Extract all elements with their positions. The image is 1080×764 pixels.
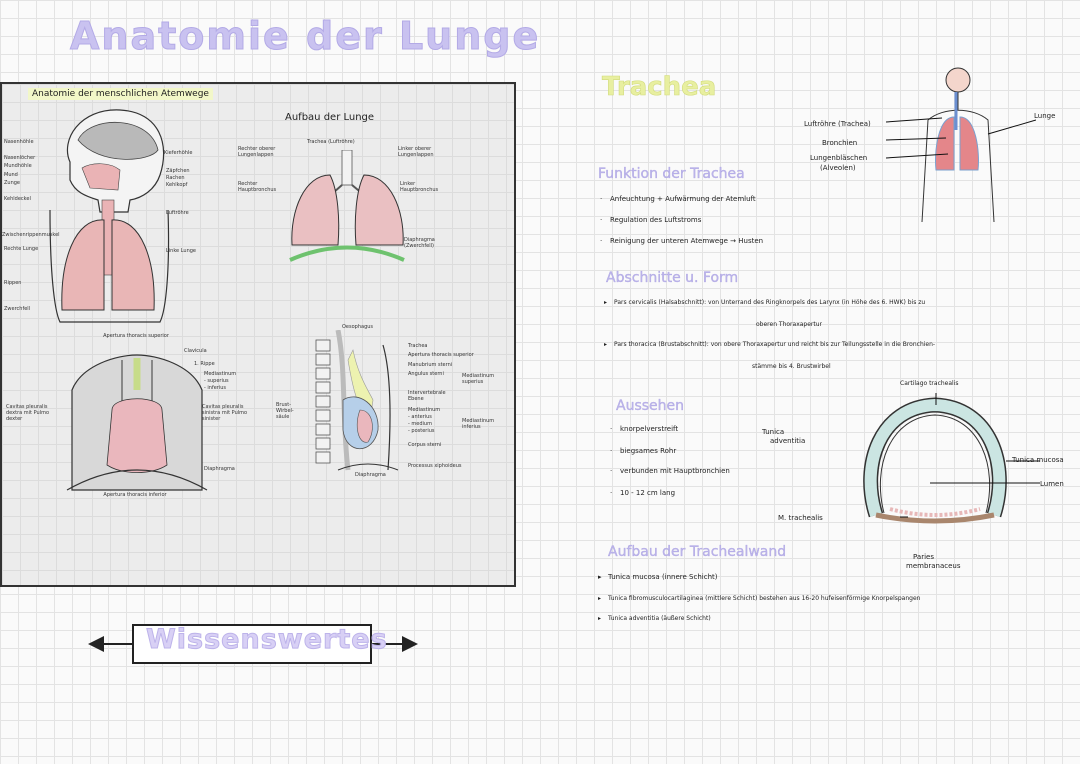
abschnitte-line-2: ▸Pars thoracica (Brustabschnitt): von ob… xyxy=(604,341,936,348)
label-sinus: Kieferhöhle xyxy=(164,150,193,156)
body-lung-figure xyxy=(921,67,995,223)
label-cavitas-sinistra: Cavitas pleuralis sinistra mit Pulmo sin… xyxy=(202,404,248,422)
abschnitte-line-1b: oberen Thoraxapertur xyxy=(756,321,823,328)
aussehen-item-2: ·biegsames Rohr xyxy=(610,447,677,455)
aufbau-heading: Aufbau der Trachealwand xyxy=(608,544,787,560)
label-m-trachealis: M. trachealis xyxy=(778,514,823,522)
label-alveolen-2: (Alveolen) xyxy=(820,164,856,172)
label-xiphoideus: Processus xiphoideus xyxy=(408,463,462,469)
aussehen-item-4: ·10 - 12 cm lang xyxy=(610,489,676,497)
label-adventitia-2: adventitia xyxy=(770,437,806,445)
label-wirbel: Wirbel- xyxy=(276,408,294,414)
label-inferius: - inferius xyxy=(204,385,227,391)
aussehen-item-1: ·knorpelverstreift xyxy=(610,425,679,433)
abschnitte-line-1: ▸Pars cervicalis (Halsabschnitt): von Un… xyxy=(604,299,926,306)
label-mouth-cavity: Mundhöhle xyxy=(4,163,32,169)
page-title: Anatomie der Lunge xyxy=(69,14,541,59)
label-nasal-cavity: Nasenhöhle xyxy=(4,139,34,145)
label-tunica-mucosa: Tunica mucosa xyxy=(1012,456,1064,464)
label-lunge: Lunge xyxy=(1034,112,1056,120)
label-vertebra: Intervertebrale Ebene xyxy=(408,390,446,402)
lung-structure-title: Aufbau der Lunge xyxy=(285,112,375,123)
sagittal-diagram xyxy=(315,330,399,471)
label-apertura-sup: Apertura thoracis superior xyxy=(103,333,169,339)
label-intercostal: Zwischenrippenmuskel xyxy=(2,232,60,238)
label-med-sup: Mediastinum superius xyxy=(462,373,495,385)
label-medium: - medium xyxy=(408,421,432,427)
label-ls-trachea: Trachea (Luftröhre) xyxy=(307,139,355,145)
label-manubrium: Manubrium sterni xyxy=(408,362,453,368)
label-posterius: - posterius xyxy=(408,428,435,434)
label-sag-trachea: Trachea xyxy=(408,343,428,349)
funktion-item-2: ·Regulation des Luftstroms xyxy=(600,216,702,224)
label-trachea-small: Luftröhre xyxy=(166,210,189,216)
label-ls-left-upper: Linker oberer Lungenlappen xyxy=(398,146,434,158)
label-sag-apertura: Apertura thoracis superior xyxy=(408,352,474,358)
label-clavicula: Clavicula xyxy=(184,348,207,354)
label-right-lung: Rechte Lunge xyxy=(4,246,39,252)
funktion-item-1: ·Anfeuchtung + Aufwärmung der Atemluft xyxy=(600,195,756,203)
label-sag-diaphragma: Diaphragma xyxy=(355,472,386,478)
label-mediastinum: Mediastinum xyxy=(204,371,237,377)
label-brust: Brust- xyxy=(276,402,292,408)
label-paries-2: membranaceus xyxy=(906,562,961,570)
figure-leader-lines xyxy=(886,117,1036,159)
label-angulus: Angulus sterni xyxy=(408,371,444,377)
aufbau-item-2: ▸Tunica fibromusculocartilaginea (mittle… xyxy=(598,595,921,602)
aufbau-item-3: ▸Tunica adventitia (äußere Schicht) xyxy=(598,615,711,622)
label-adventitia-1: Tunica xyxy=(762,428,785,436)
abschnitte-heading: Abschnitte u. Form xyxy=(606,270,739,286)
label-diaphragm-left: Zwerchfell xyxy=(4,306,31,312)
trachea-cross-section xyxy=(863,397,1007,524)
label-oesophagus: Oesophagus xyxy=(342,324,374,330)
trachea-heading: Trachea xyxy=(602,72,717,103)
label-pharynx: Rachen xyxy=(166,175,185,181)
wissenswertes-label: Wissenswertes xyxy=(146,624,388,656)
label-corpus: Corpus sterni xyxy=(408,442,442,448)
funktion-heading: Funktion der Trachea xyxy=(598,166,745,182)
thorax-diagram xyxy=(66,354,208,491)
cross-section-leaders xyxy=(900,393,1040,518)
label-left-lung: Linke Lunge xyxy=(166,248,197,254)
label-thorax-diaphragma: Diaphragma xyxy=(204,466,235,472)
label-sag-med: Mediastinum xyxy=(408,407,441,413)
panel-heading: Anatomie der menschlichen Atemwege xyxy=(28,88,213,100)
airway-diagram xyxy=(49,109,170,323)
wissenswertes-box xyxy=(132,624,372,664)
lung-structure-diagram xyxy=(289,150,405,262)
funktion-item-3: ·Reinigung der unteren Atemwege → Husten xyxy=(600,237,764,245)
label-epiglottis: Kehldeckel xyxy=(4,196,31,202)
label-lumen: Lumen xyxy=(1040,480,1064,488)
label-paries-1: Paries xyxy=(913,553,934,561)
label-superius: - superius xyxy=(204,378,229,384)
label-med-inf: Mediastinum inferius xyxy=(462,418,495,430)
label-ls-right-bronchus: Rechter Hauptbronchus xyxy=(238,181,277,193)
aussehen-item-3: ·verbunden mit Hauptbronchien xyxy=(610,467,730,475)
label-larynx: Kehlkopf xyxy=(166,182,188,188)
abschnitte-line-2b: stämme bis 4. Brustwirbel xyxy=(752,363,831,370)
label-uvula: Zäpfchen xyxy=(166,168,190,174)
label-cavitas-dextra: Cavitas pleuralis dextra mit Pulmo dexte… xyxy=(6,404,50,422)
label-bronchien: Bronchien xyxy=(822,139,858,147)
label-rib: 1. Rippe xyxy=(194,361,215,367)
label-ribs: Rippen xyxy=(4,280,22,286)
aussehen-heading: Aussehen xyxy=(616,398,685,414)
label-saeule: säule xyxy=(276,414,290,420)
label-anterius: - anterius xyxy=(408,414,432,420)
aufbau-item-1: ▸Tunica mucosa (innere Schicht) xyxy=(598,573,718,581)
label-cartilago: Cartilago trachealis xyxy=(900,380,959,387)
label-luftroehre: Luftröhre (Trachea) xyxy=(804,120,871,128)
label-mouth: Mund xyxy=(4,172,18,178)
label-tongue: Zunge xyxy=(4,180,21,186)
label-alveolen-1: Lungenbläschen xyxy=(810,154,868,162)
label-ls-diaphragm: Diaphragma (Zwerchfell) xyxy=(404,237,435,249)
label-nostrils: Nasenlöcher xyxy=(4,155,36,161)
label-apertura-inf: Apertura thoracis inferior xyxy=(103,492,167,498)
label-ls-right-upper: Rechter oberer Lungenlappen xyxy=(238,146,276,158)
label-ls-left-bronchus: Linker Hauptbronchus xyxy=(400,181,439,193)
